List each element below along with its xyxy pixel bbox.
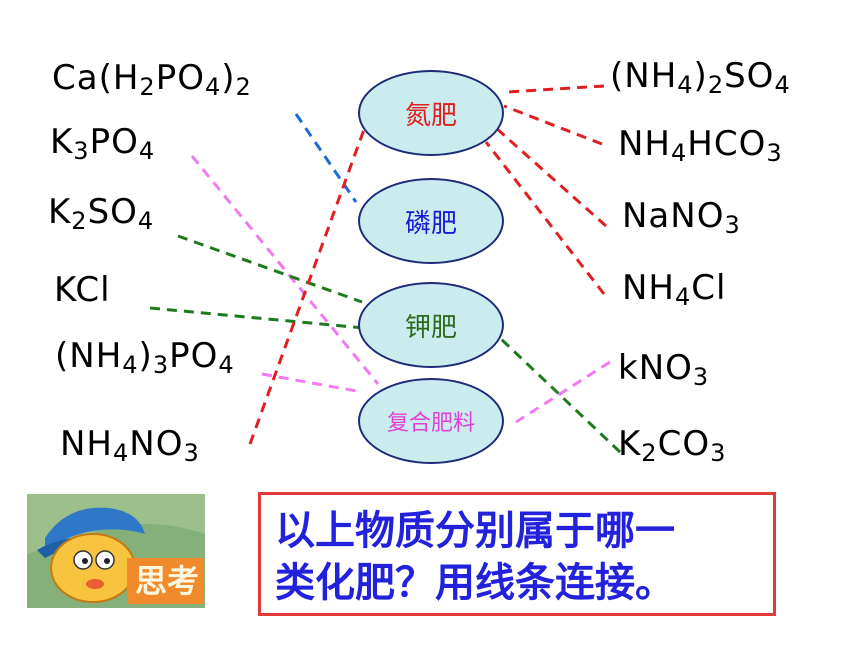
category-compound-label: 复合肥料 (386, 411, 475, 436)
link-nh4cl-to-nitrogen (484, 141, 606, 295)
formula-ca-h2po4-2: Ca(H2PO4)2 (52, 58, 252, 101)
link-nh4no3-to-nitrogen (248, 123, 368, 445)
category-phosphorus-label: 磷肥 (404, 208, 457, 239)
category-nitrogen-label: 氮肥 (404, 100, 457, 131)
category-potassium-label: 钾肥 (404, 312, 457, 343)
link-nh4hco3-to-nitrogen (503, 104, 603, 146)
formula-nh4-3po4: (NH4)3PO4 (55, 336, 235, 379)
formula-k3po4: K3PO4 (50, 122, 156, 165)
category-nitrogen: 氮肥 (358, 70, 504, 156)
formula-nh4cl: NH4Cl (622, 268, 727, 311)
question-line-1: 以上物质分别属于哪一 (275, 508, 675, 554)
link-k2so4-to-potassium (177, 234, 363, 304)
link-nano3-to-nitrogen (495, 126, 607, 228)
formula-nh4no3: NH4NO3 (60, 424, 200, 467)
formula-k2so4: K2SO4 (48, 192, 155, 235)
category-phosphorus: 磷肥 (358, 178, 504, 264)
link-k2co3-to-potassium (498, 336, 622, 454)
formula-kno3: kNO3 (618, 348, 710, 391)
category-potassium: 钾肥 (358, 282, 504, 368)
link-ca-h2po4-2-to-phosphorus (294, 113, 358, 203)
link-nh4-3po4-to-compound (261, 372, 363, 394)
link-kcl-to-potassium (149, 306, 365, 330)
category-compound: 复合肥料 (358, 378, 504, 464)
link-k3po4-to-compound (190, 155, 380, 385)
formula-nh4hco3: NH4HCO3 (618, 124, 783, 167)
formula-nh4-2so4: (NH4)2SO4 (610, 56, 791, 99)
cartoon-face-icon (27, 494, 205, 608)
think-badge: 思考 (27, 494, 205, 608)
formula-nano3: NaNO3 (622, 196, 741, 239)
formula-k2co3: K2CO3 (618, 424, 727, 467)
link-nh4-2so4-to-nitrogen (507, 84, 605, 94)
formula-kcl: KCl (54, 270, 111, 310)
think-badge-text: 思考 (134, 562, 199, 600)
question-line-2: 类化肥？用线条连接。 (275, 560, 675, 606)
link-kno3-to-compound (515, 360, 611, 424)
question-box: 以上物质分别属于哪一 类化肥？用线条连接。 (258, 492, 776, 616)
